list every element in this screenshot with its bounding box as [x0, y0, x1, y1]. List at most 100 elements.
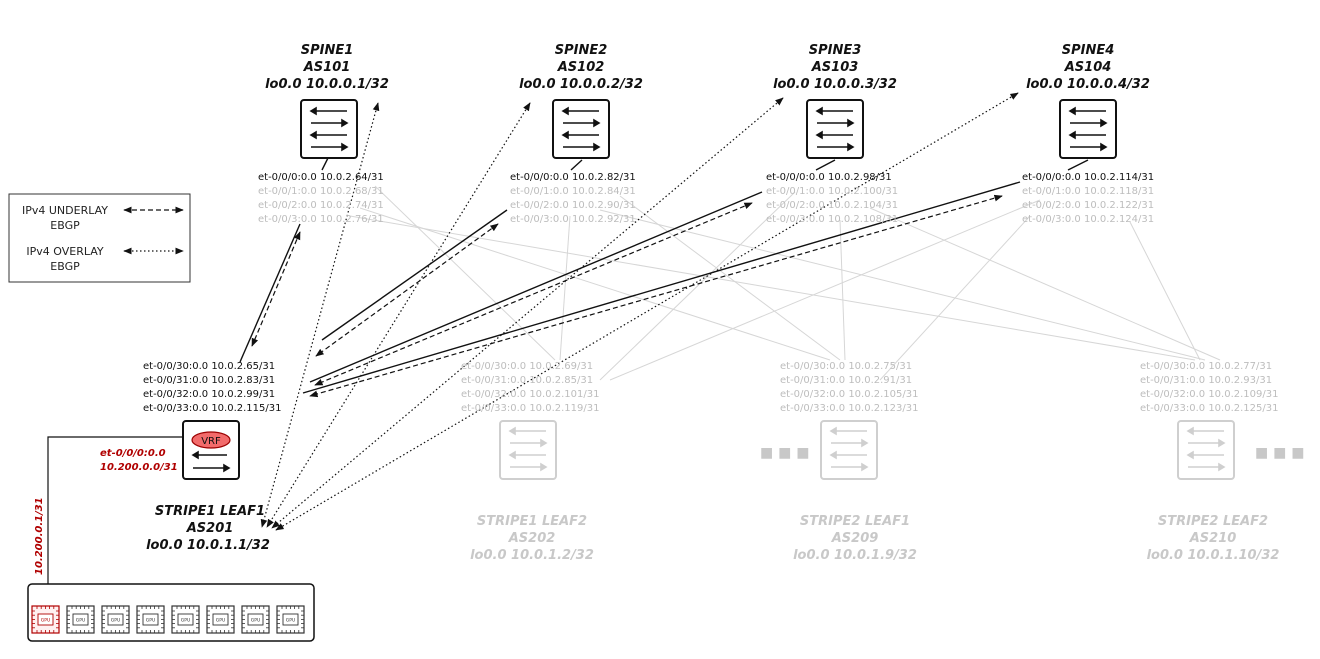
leaf-4-interface: et-0/0/31:0.0 10.0.2.93/31 — [1140, 375, 1272, 386]
server-link-ip: 10.200.0.1/31 — [34, 497, 45, 575]
leaf-3-interface: et-0/0/31:0.0 10.0.2.91/31 — [780, 375, 912, 386]
spine-4-as: AS104 — [1064, 60, 1112, 75]
leaf-2-interface: et-0/0/33:0.0 10.0.2.119/31 — [461, 403, 600, 414]
spine-switch-1 — [300, 99, 358, 159]
leaf-2-interface: et-0/0/30:0.0 10.0.2.69/31 — [461, 361, 593, 372]
vrf-interface-name: et-0/0/0:0.0 — [100, 448, 166, 459]
gpu-label: GPU — [76, 618, 86, 624]
spine-4-interface: et-0/0/1:0.0 10.0.2.118/31 — [1022, 186, 1154, 197]
switch-icon — [191, 450, 231, 473]
gpu-chip-icon: GPU — [66, 605, 95, 634]
spine-4-loopback: lo0.0 10.0.0.4/32 — [1026, 77, 1150, 92]
spine-1-interface: et-0/0/2:0.0 10.0.2.74/31 — [258, 200, 384, 211]
spine-3-loopback: lo0.0 10.0.0.3/32 — [773, 77, 897, 92]
leaf-4-loopback: lo0.0 10.0.1.10/32 — [1147, 548, 1280, 563]
gpu-label: GPU — [216, 618, 226, 624]
spine-3-interface: et-0/0/0:0.0 10.0.2.98/31 — [766, 172, 892, 183]
spine-1-interface: et-0/0/3:0.0 10.0.2.76/31 — [258, 214, 384, 225]
spine-3-interface: et-0/0/1:0.0 10.0.2.100/31 — [766, 186, 898, 197]
spine-2-interface: et-0/0/0:0.0 10.0.2.82/31 — [510, 172, 636, 183]
gpu-chip-icon: GPU — [136, 605, 165, 634]
leaf-2-interface: et-0/0/32:0.0 10.0.2.101/31 — [461, 389, 600, 400]
spine-3-interface: et-0/0/2:0.0 10.0.2.104/31 — [766, 200, 898, 211]
switch-icon — [815, 106, 855, 152]
leaf-1-as: AS201 — [186, 521, 234, 536]
overlay-bgp-sessions — [260, 92, 1019, 531]
spine-3-interface: et-0/0/3:0.0 10.0.2.108/31 — [766, 214, 898, 225]
spine-4-interface: et-0/0/3:0.0 10.0.2.124/31 — [1022, 214, 1154, 225]
gpu-chip-icon: GPU — [171, 605, 200, 634]
switch-icon — [508, 426, 548, 472]
legend-underlay-subtitle: EBGP — [50, 219, 80, 232]
spine-2-interface: et-0/0/3:0.0 10.0.2.92/31 — [510, 214, 636, 225]
leaf-4-interface: et-0/0/32:0.0 10.0.2.109/31 — [1140, 389, 1279, 400]
spine-1-as: AS101 — [303, 60, 351, 75]
server-link — [47, 436, 184, 607]
gpu-chip-icon: GPU — [241, 605, 270, 634]
spine-1-interface: et-0/0/1:0.0 10.0.2.68/31 — [258, 186, 384, 197]
spine-2-interface: et-0/0/1:0.0 10.0.2.84/31 — [510, 186, 636, 197]
gpu-chip-icon: GPU — [206, 605, 235, 634]
spine-2-as: AS102 — [557, 60, 605, 75]
spine-2-name: SPINE2 — [555, 43, 608, 58]
more-leaves-ellipsis: ■ ■ ■ — [760, 445, 809, 461]
leaf-3-interface: et-0/0/33:0.0 10.0.2.123/31 — [780, 403, 919, 414]
spine-1-interface: et-0/0/0:0.0 10.0.2.64/31 — [258, 172, 384, 183]
legend-overlay-title: IPv4 OVERLAY — [26, 245, 104, 258]
switch-icon — [561, 106, 601, 152]
switch-icon — [1186, 426, 1226, 472]
leaf-switch-2 — [499, 420, 557, 480]
gpu-row: GPU GPU GPU GPU GPU GPU GPU GPU — [31, 605, 305, 634]
leaf-switch-4 — [1177, 420, 1235, 480]
switch-icon — [1068, 106, 1108, 152]
leaf-1-interface: et-0/0/30:0.0 10.0.2.65/31 — [143, 361, 275, 372]
switch-icon — [309, 106, 349, 152]
leaf-2-as: AS202 — [508, 531, 556, 546]
leaf-3-name: STRIPE2 LEAF1 — [800, 514, 910, 529]
spine-switch-2 — [552, 99, 610, 159]
spine-4-interface: et-0/0/0:0.0 10.0.2.114/31 — [1022, 172, 1154, 183]
spine-4-name: SPINE4 — [1062, 43, 1115, 58]
gpu-chip-icon: GPU — [31, 605, 60, 634]
spine-3-as: AS103 — [811, 60, 859, 75]
leaf-4-interface: et-0/0/33:0.0 10.0.2.125/31 — [1140, 403, 1279, 414]
leaf-3-as: AS209 — [831, 531, 879, 546]
gpu-label: GPU — [41, 618, 51, 624]
gpu-label: GPU — [181, 618, 191, 624]
gpu-label: GPU — [251, 618, 261, 624]
legend-overlay-subtitle: EBGP — [50, 260, 80, 273]
leaf-3-interface: et-0/0/30:0.0 10.0.2.75/31 — [780, 361, 912, 372]
leaf-1-loopback: lo0.0 10.0.1.1/32 — [146, 538, 270, 553]
gpu-chip-icon: GPU — [101, 605, 130, 634]
gpu-label: GPU — [111, 618, 121, 624]
leaf-4-interface: et-0/0/30:0.0 10.0.2.77/31 — [1140, 361, 1272, 372]
leaf-2-interface: et-0/0/31:0.0 10.0.2.85/31 — [461, 375, 593, 386]
spine-1-name: SPINE1 — [301, 43, 354, 58]
legend-underlay-title: IPv4 UNDERLAY — [22, 204, 108, 217]
switch-icon — [829, 426, 869, 472]
spine-switch-3 — [806, 99, 864, 159]
leaf-1-interface: et-0/0/31:0.0 10.0.2.83/31 — [143, 375, 275, 386]
leaf-2-name: STRIPE1 LEAF2 — [477, 514, 587, 529]
spine-2-interface: et-0/0/2:0.0 10.0.2.90/31 — [510, 200, 636, 211]
spine-1-loopback: lo0.0 10.0.0.1/32 — [265, 77, 389, 92]
vrf-badge-label: VRF — [201, 436, 221, 447]
spine-3-name: SPINE3 — [809, 43, 862, 58]
leaf-4-as: AS210 — [1189, 531, 1237, 546]
gpu-chip-icon: GPU — [276, 605, 305, 634]
leaf-2-loopback: lo0.0 10.0.1.2/32 — [470, 548, 594, 563]
spine-4-interface: et-0/0/2:0.0 10.0.2.122/31 — [1022, 200, 1154, 211]
legend: IPv4 UNDERLAY EBGP IPv4 OVERLAY EBGP — [8, 193, 191, 283]
leaf-3-loopback: lo0.0 10.0.1.9/32 — [793, 548, 917, 563]
gpu-label: GPU — [286, 618, 296, 624]
gpu-label: GPU — [146, 618, 156, 624]
leaf-1-name: STRIPE1 LEAF1 — [155, 504, 265, 519]
leaf-3-interface: et-0/0/32:0.0 10.0.2.105/31 — [780, 389, 919, 400]
spine-switch-4 — [1059, 99, 1117, 159]
leaf-1-interface: et-0/0/33:0.0 10.0.2.115/31 — [143, 403, 282, 414]
spine-2-loopback: lo0.0 10.0.0.2/32 — [519, 77, 643, 92]
leaf-switch-1: VRF — [182, 420, 240, 480]
leaf-4-name: STRIPE2 LEAF2 — [1158, 514, 1268, 529]
